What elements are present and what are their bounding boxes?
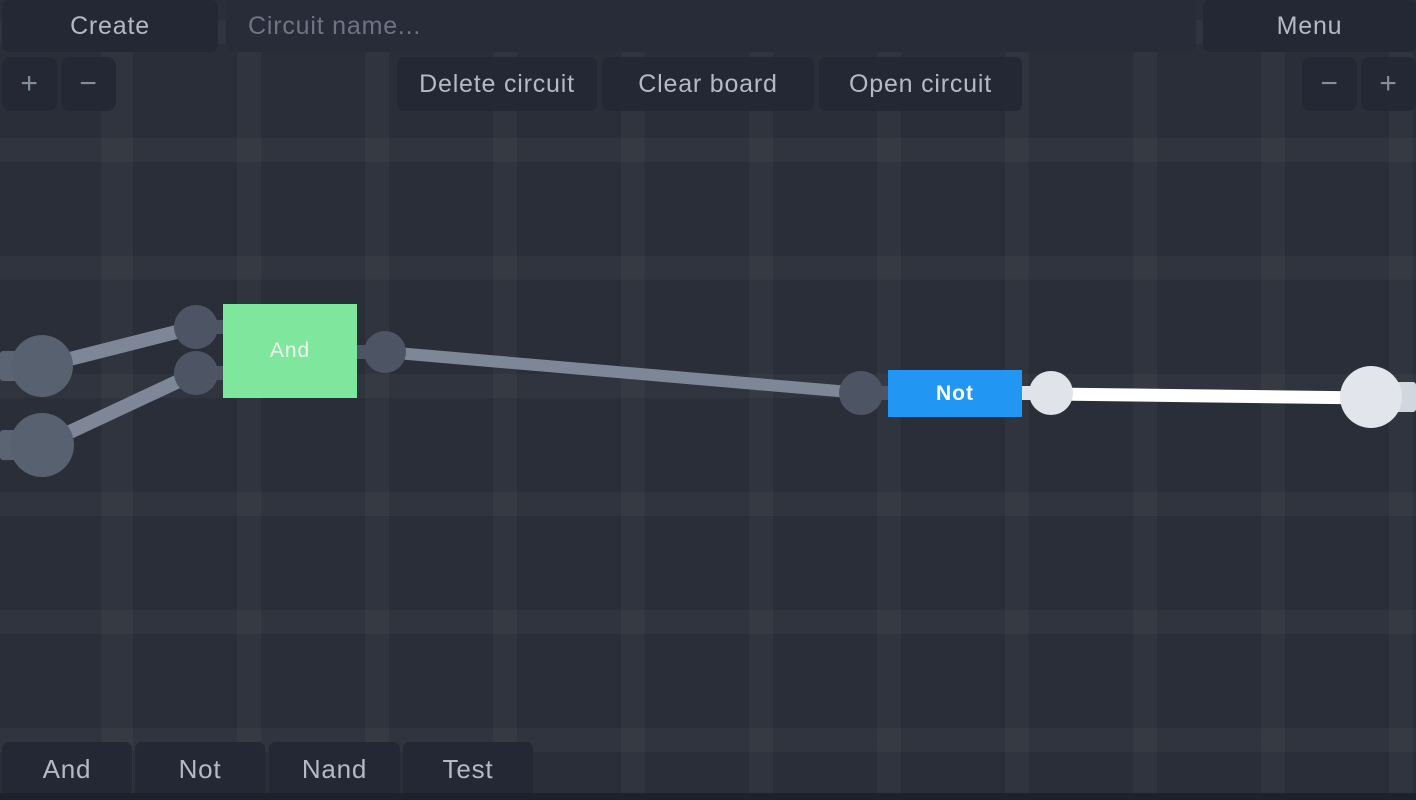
palette-item-test[interactable]: Test — [403, 742, 533, 796]
clear-board-button[interactable]: Clear board — [602, 57, 814, 111]
node-input-b[interactable] — [10, 413, 74, 477]
gate-not[interactable]: Not — [888, 370, 1022, 417]
menu-button[interactable]: Menu — [1203, 0, 1416, 52]
gate-and[interactable]: And — [223, 304, 357, 398]
zoom-out-button-left[interactable]: − — [61, 57, 116, 111]
palette-item-and[interactable]: And — [2, 742, 132, 796]
node-input-a[interactable] — [11, 335, 73, 397]
gate-label: Not — [936, 381, 974, 405]
bottom-edge-strip — [0, 793, 1416, 800]
zoom-in-button-right[interactable]: + — [1361, 57, 1416, 111]
delete-circuit-button[interactable]: Delete circuit — [397, 57, 597, 111]
wire-not-to-output[interactable] — [1050, 387, 1372, 405]
palette-item-not[interactable]: Not — [135, 742, 265, 796]
zoom-in-button-left[interactable]: + — [2, 57, 57, 111]
node-and-out[interactable] — [364, 331, 406, 373]
node-not-in[interactable] — [839, 371, 883, 415]
zoom-out-button-right[interactable]: − — [1302, 57, 1357, 111]
node-not-out[interactable] — [1029, 371, 1073, 415]
node-and-in-2[interactable] — [174, 351, 218, 395]
node-and-in-1[interactable] — [174, 305, 218, 349]
open-circuit-button[interactable]: Open circuit — [819, 57, 1022, 111]
node-output[interactable] — [1340, 366, 1402, 428]
wire-and-to-not[interactable] — [384, 346, 862, 399]
circuit-name-input[interactable] — [226, 0, 1196, 52]
palette-item-nand[interactable]: Nand — [269, 742, 400, 796]
create-button[interactable]: Create — [2, 0, 218, 52]
gate-label: And — [269, 339, 311, 362]
